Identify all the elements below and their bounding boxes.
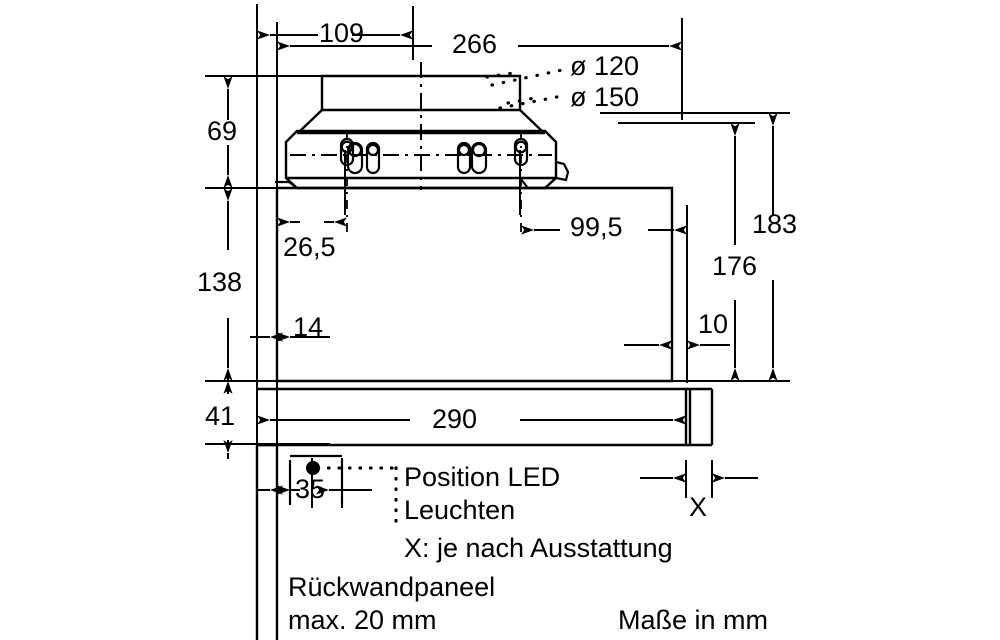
dim-label-109: 109: [319, 18, 365, 48]
dim-label-14: 14: [293, 312, 324, 342]
dim-label-35: 35: [295, 474, 326, 504]
hole-center-lines: [346, 131, 522, 232]
pullout-drawer-outline: [257, 387, 714, 447]
led-leader-dotted: [316, 466, 398, 528]
dim-label-176: 176: [712, 251, 758, 281]
callout-duct-120: ø 120: [570, 51, 640, 81]
back-wall-panel: [255, 443, 279, 640]
leader-lines-dotted: [485, 68, 564, 110]
keyhole-slots: [339, 137, 529, 175]
led-position-dot: [306, 461, 320, 475]
note-panel-line1: Rückwandpaneel: [288, 572, 496, 602]
dim-label-138: 138: [197, 267, 243, 297]
dim-label-183: 183: [752, 209, 798, 239]
duct-outline: [299, 74, 543, 132]
dim-label-26-5: 26,5: [283, 232, 336, 262]
note-led-line2: Leuchten: [404, 495, 516, 525]
note-panel-line2: max. 20 mm: [288, 605, 437, 635]
dimension-lines: [223, 30, 778, 508]
note-led-line1: Position LED: [404, 462, 561, 492]
dim-label-10: 10: [698, 309, 729, 339]
dim-label-99-5: 99,5: [570, 212, 623, 242]
dim-label-x: X: [689, 492, 708, 522]
note-x-legend: X: je nach Ausstattung: [404, 533, 673, 563]
dim-label-41: 41: [205, 401, 236, 431]
note-units: Maße in mm: [618, 605, 769, 635]
callout-duct-150: ø 150: [570, 82, 640, 112]
dim-label-290: 290: [432, 404, 478, 434]
dim-label-266: 266: [452, 29, 498, 59]
dim-label-69: 69: [207, 116, 238, 146]
